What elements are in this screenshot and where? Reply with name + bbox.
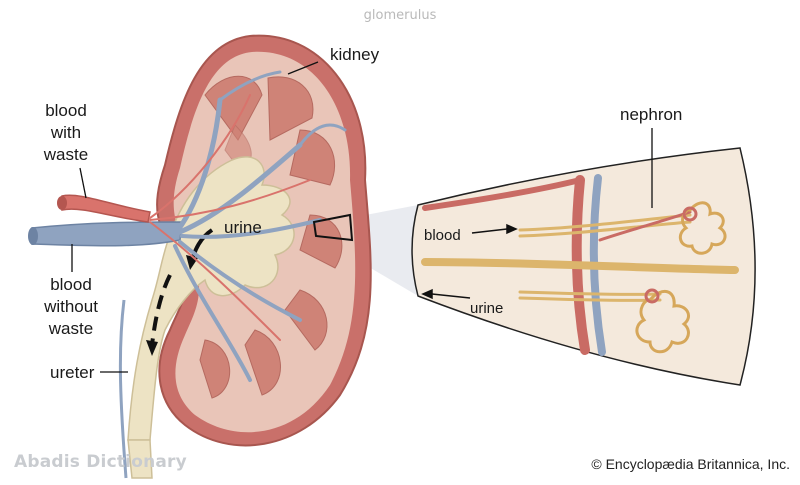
urine-arrow-lower bbox=[150, 274, 172, 346]
label-ureter: ureter bbox=[50, 363, 95, 382]
pyramids bbox=[199, 75, 343, 399]
copyright-credit: © Encyclopædia Britannica, Inc. bbox=[591, 456, 790, 472]
label-line: without bbox=[44, 297, 98, 316]
detail-vessels bbox=[421, 174, 739, 356]
ureter-tube bbox=[127, 439, 153, 479]
label-line: waste bbox=[43, 145, 89, 164]
leader-lines bbox=[71, 61, 653, 373]
label-blood-without-waste: blood without waste bbox=[34, 274, 108, 340]
label-blood-detail: blood bbox=[424, 227, 461, 244]
vein-end bbox=[28, 227, 38, 245]
renal-vein bbox=[31, 221, 183, 247]
label-line: blood bbox=[45, 101, 87, 120]
label-urine-detail: urine bbox=[470, 300, 504, 317]
zoom-marker bbox=[312, 213, 354, 242]
label-kidney: kidney bbox=[330, 45, 380, 64]
label-line: blood bbox=[50, 275, 92, 294]
vessel-branches bbox=[149, 70, 347, 382]
watermark: Abadis Dictionary bbox=[14, 452, 187, 472]
detail-arrows bbox=[421, 223, 518, 300]
urine-arrow-lower-head bbox=[146, 340, 158, 356]
artery-end bbox=[57, 196, 67, 210]
ureter-vessels bbox=[118, 299, 128, 479]
label-urine-inner: urine bbox=[224, 218, 262, 237]
label-line: with bbox=[50, 123, 82, 142]
detail-glomeruli bbox=[635, 201, 727, 354]
header-title: glomerulus bbox=[363, 8, 437, 23]
label-line: waste bbox=[48, 319, 94, 338]
label-nephron: nephron bbox=[620, 105, 683, 124]
renal-artery bbox=[61, 194, 151, 223]
label-blood-with-waste: blood with waste bbox=[34, 100, 98, 166]
